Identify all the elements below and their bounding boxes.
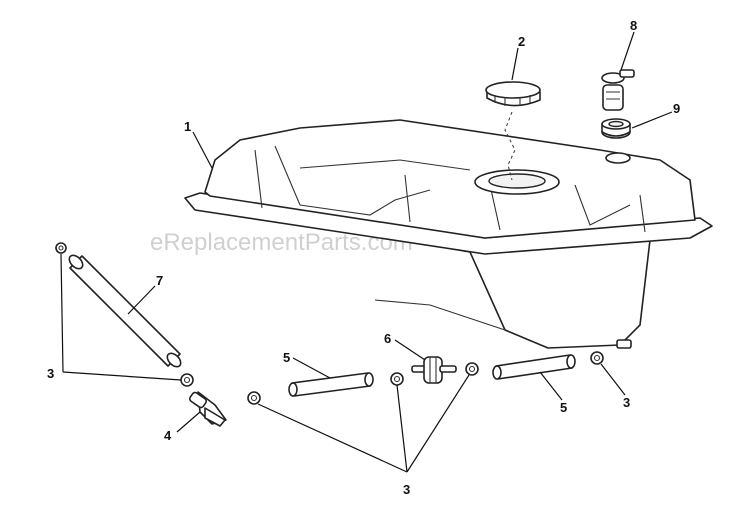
hose-clamp[interactable] [247,391,261,405]
leader-line [176,411,201,433]
leader-line [620,31,635,71]
leader-line [394,339,426,361]
callout-3-right: 3 [623,395,630,410]
callout-2: 2 [518,34,525,49]
leader-line [257,403,408,473]
hose-clamp[interactable] [390,372,404,386]
leader-line [192,131,213,169]
leader-line [62,371,182,381]
cap-chain [504,111,516,181]
hose-clamp[interactable] [55,242,67,254]
callout-9: 9 [673,101,680,116]
hose-clamp[interactable] [180,373,194,387]
leader-line [539,371,563,401]
callout-3-left: 3 [47,366,54,381]
callout-1: 1 [184,119,191,134]
leader-line [396,384,408,473]
leader-line [511,47,519,81]
callout-8: 8 [630,18,637,33]
leader-line [406,374,470,473]
hose-short-middle[interactable] [288,372,374,397]
leader-line [60,253,64,373]
vent-valve[interactable] [601,69,635,111]
leader-line [127,285,156,315]
callout-6: 6 [384,331,391,346]
hose-short-right[interactable] [492,354,576,380]
leader-line [600,363,626,396]
callout-3-bottom: 3 [403,482,410,497]
callout-7: 7 [156,273,163,288]
hose-long[interactable] [67,253,183,369]
callout-5-right: 5 [560,400,567,415]
inline-filter[interactable] [411,356,457,384]
leader-line [631,111,673,129]
grommet[interactable] [601,118,631,139]
shutoff-valve[interactable] [188,391,227,427]
leader-line [292,357,331,379]
callout-5-middle: 5 [283,350,290,365]
fuel-cap[interactable] [485,81,541,107]
callout-4: 4 [164,428,172,443]
hose-clamp[interactable] [465,362,479,376]
hose-clamp[interactable] [590,351,604,365]
fuel-tank[interactable] [184,119,713,349]
